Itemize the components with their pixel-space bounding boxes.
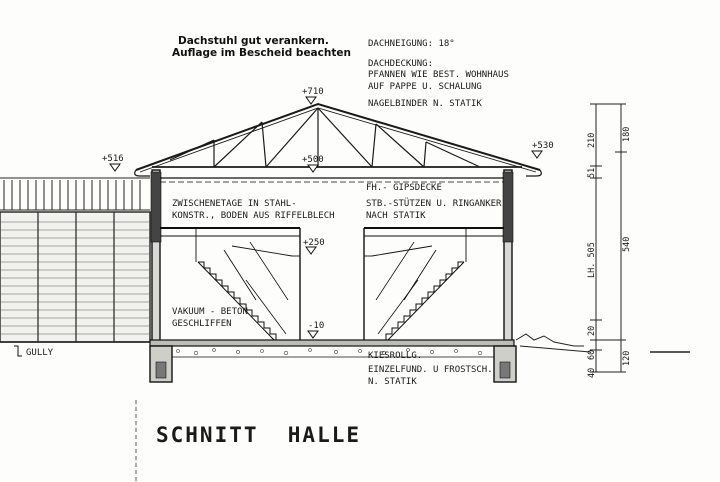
- elevation-floor: -10: [308, 321, 324, 331]
- dim-20: 20: [587, 326, 597, 336]
- foundation-left: [149, 345, 173, 383]
- terrain-right: [515, 333, 690, 353]
- mezzanine-left: [160, 227, 301, 343]
- dim-210: 210: [587, 133, 597, 148]
- elevation-ceiling: +500: [302, 155, 324, 165]
- drawing-title: SCHNITT HALLE: [156, 423, 361, 447]
- label-foundation-line2: N. STATIK: [368, 377, 417, 387]
- elevation-mezzanine: +250: [303, 238, 325, 248]
- spec-roofing-title: DACHDECKUNG:: [368, 59, 433, 69]
- dim-40: 40: [587, 368, 597, 378]
- label-gravel: KIESROLLG.: [368, 351, 422, 361]
- spec-roofing-line2: AUF PAPPE U. SCHALUNG: [368, 82, 482, 92]
- dim-120: 120: [622, 351, 632, 366]
- label-columns-line1: STB.-STÜTZEN U. RINGANKER: [366, 198, 502, 209]
- spec-roofing-line1: PFANNEN WIE BEST. WOHNHAUS: [368, 70, 509, 80]
- elevation-eave-left: +516: [102, 154, 124, 164]
- note-anchor-line2: Auflage im Bescheid beachten: [172, 47, 351, 59]
- dim-540: 540: [622, 237, 632, 252]
- roof-truss: [134, 102, 542, 177]
- elevation-eave-right: +530: [532, 141, 554, 151]
- dim-180: 180: [622, 127, 632, 142]
- floor-slab: [149, 339, 515, 358]
- label-foundation-line1: EINZELFUND. U FROSTSCH.: [368, 365, 493, 375]
- mezzanine-right: [363, 227, 504, 343]
- dimension-chains: [590, 103, 627, 373]
- elevation-ridge: +710: [302, 87, 324, 97]
- spec-roof-pitch: DACHNEIGUNG: 18°: [368, 39, 455, 49]
- dim-60: 60: [587, 350, 597, 360]
- label-mezz-line1: ZWISCHENETAGE IN STAHL-: [172, 199, 297, 209]
- dim-505: LH. 505: [587, 242, 597, 278]
- note-anchor-line1: Dachstuhl gut verankern.: [178, 35, 329, 47]
- gully-icon: [14, 345, 22, 357]
- spec-truss: NAGELBINDER N. STATIK: [368, 99, 482, 109]
- foundation-right: [493, 345, 517, 383]
- label-gully: GULLY: [26, 348, 54, 358]
- label-floor-line2: GESCHLIFFEN: [172, 319, 232, 329]
- label-ceiling: FH.- GIPSDECKE: [366, 183, 442, 193]
- dim-51: 51: [587, 168, 597, 178]
- label-columns-line2: NACH STATIK: [366, 211, 426, 221]
- label-floor-line1: VAKUUM - BETON: [172, 307, 248, 317]
- hall-walls: [150, 169, 514, 343]
- existing-building: [0, 177, 152, 343]
- label-mezz-line2: KONSTR., BODEN AUS RIFFELBLECH: [172, 211, 335, 221]
- elevation-markers: [109, 96, 543, 339]
